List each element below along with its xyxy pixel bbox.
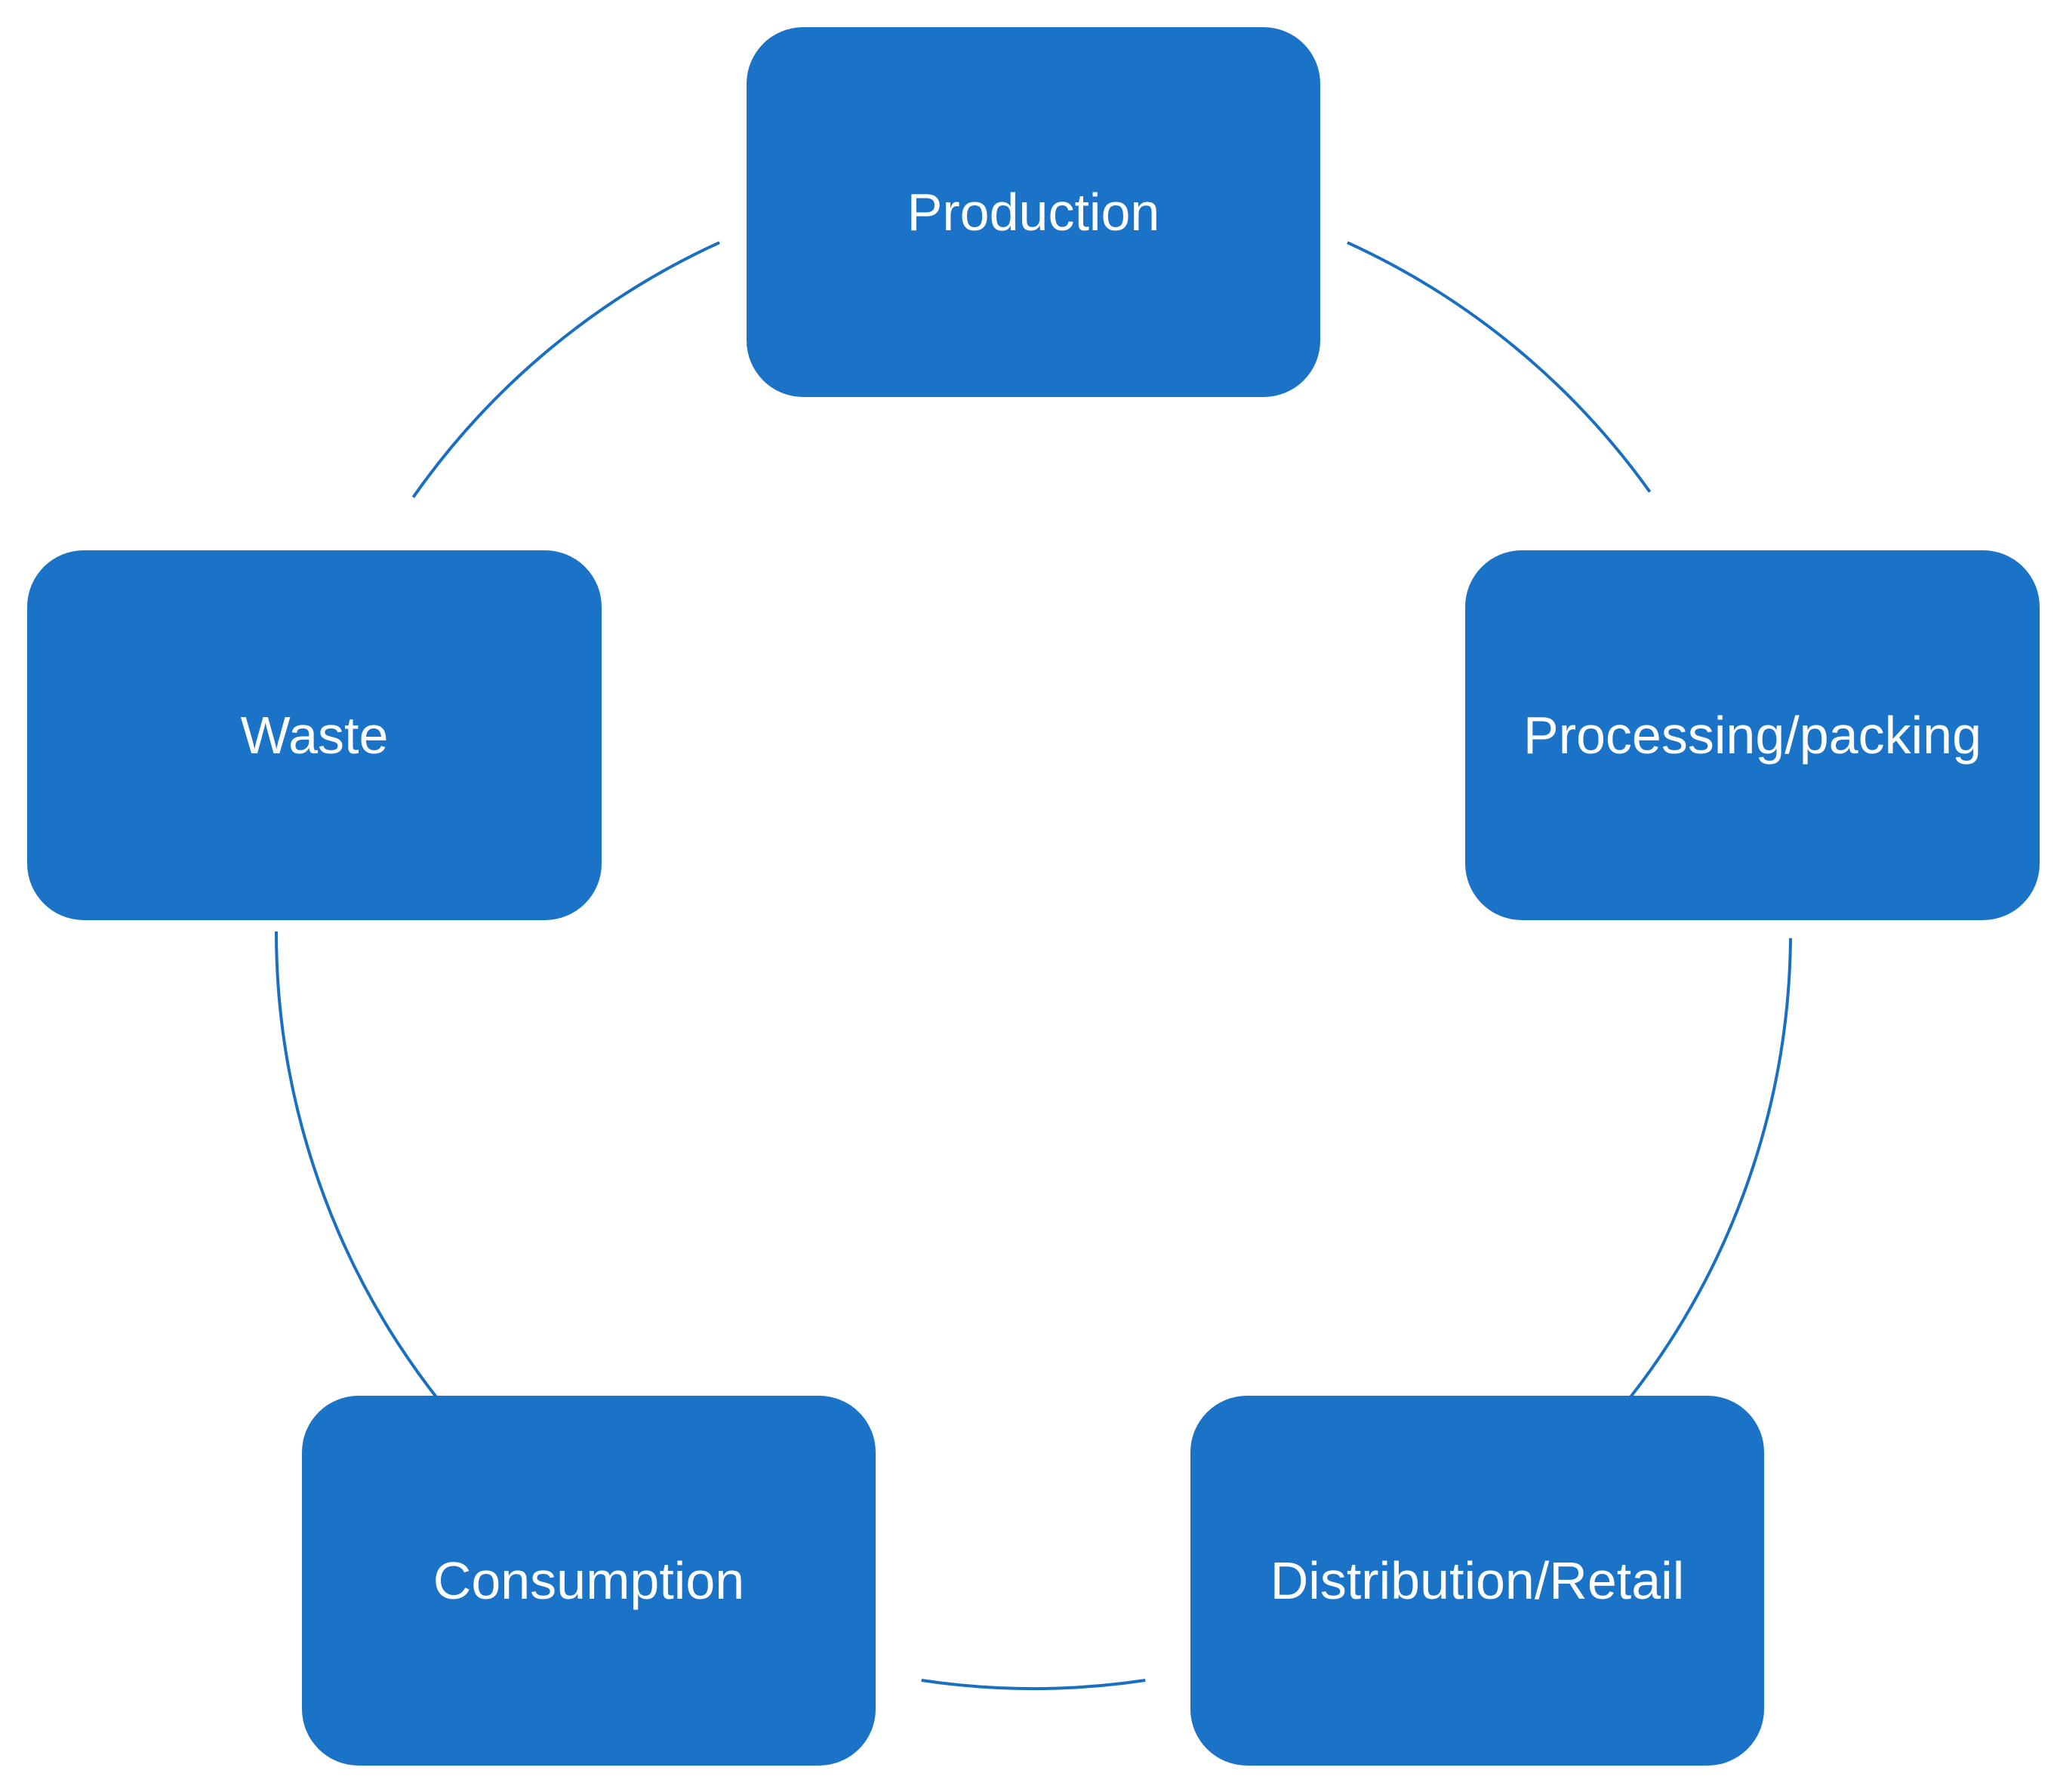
connector-waste-to-production xyxy=(411,241,720,498)
distribution-retail-node: Distribution/Retail xyxy=(1190,1396,1764,1766)
connector-distribution-to-consumption xyxy=(921,1679,1146,1691)
production-node: Production xyxy=(747,27,1320,397)
consumption-node: Consumption xyxy=(302,1396,876,1766)
connector-production-to-processing xyxy=(1347,241,1652,493)
connector-consumption-to-waste xyxy=(275,931,442,1404)
connector-processing-to-distribution xyxy=(1628,938,1792,1399)
processing-packing-node: Processing/packing xyxy=(1465,550,2040,920)
waste-node: Waste xyxy=(27,550,602,920)
